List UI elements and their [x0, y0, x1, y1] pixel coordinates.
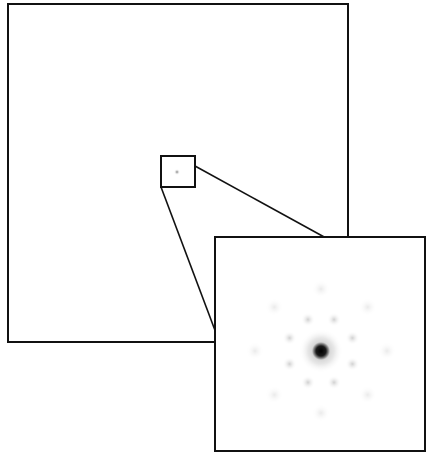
inset-view [215, 237, 425, 451]
inset-ring-spot [301, 313, 315, 327]
inset-outer-spot [359, 386, 377, 404]
inset-outer-spot [265, 386, 283, 404]
zoom-region-spot [174, 169, 180, 175]
inset-center-spot [312, 342, 330, 360]
inset-outer-spot [312, 280, 330, 298]
inset-ring-spot [283, 331, 297, 345]
inset-outer-spot [378, 342, 396, 360]
inset-ring-spot [345, 331, 359, 345]
inset-ring-spot [327, 313, 341, 327]
inset-outer-spot [265, 298, 283, 316]
inset-ring-spot [301, 375, 315, 389]
inset-ring-spot [345, 357, 359, 371]
inset-ring-spot [327, 375, 341, 389]
inset-ring-spot [283, 357, 297, 371]
inset-outer-spot [359, 298, 377, 316]
inset-outer-spot [312, 404, 330, 422]
inset-outer-spot [246, 342, 264, 360]
